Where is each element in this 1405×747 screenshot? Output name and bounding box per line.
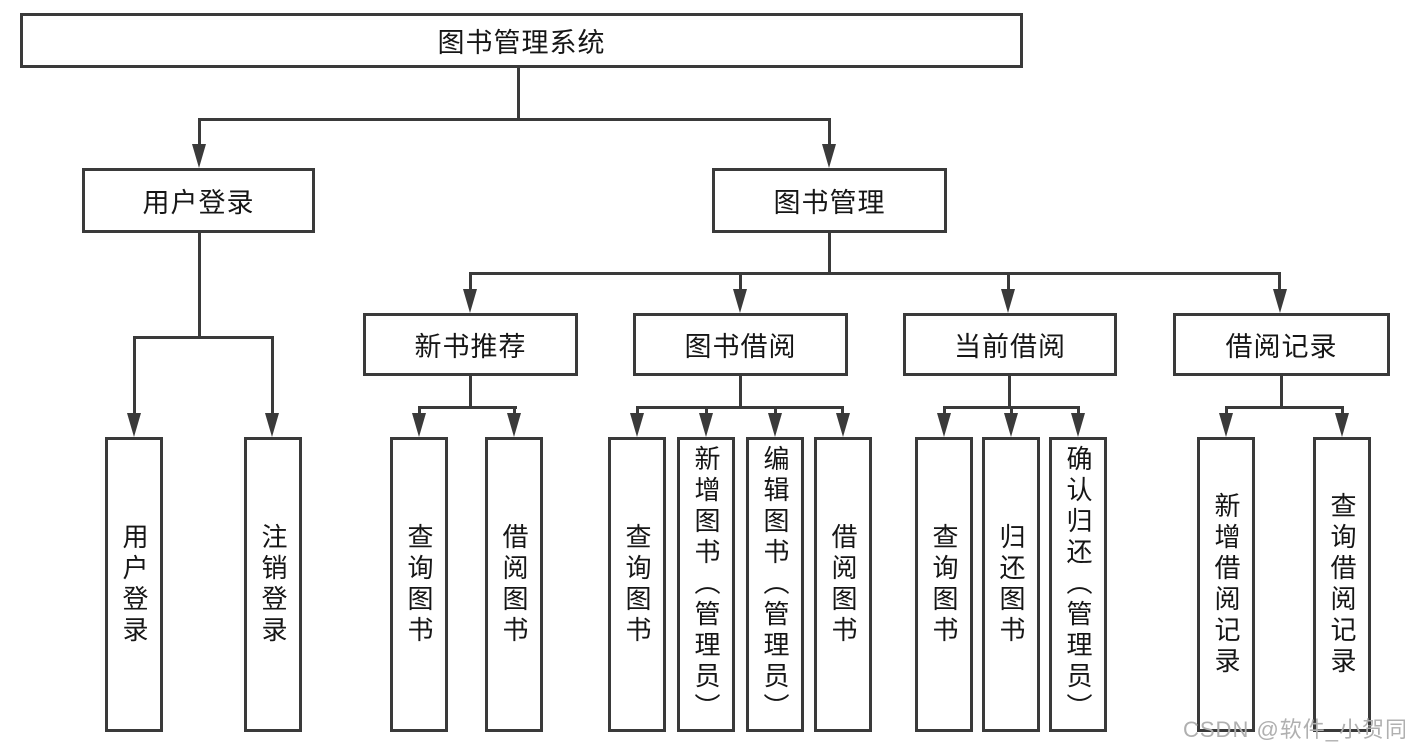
connector-line bbox=[828, 118, 831, 148]
arrowhead-icon bbox=[630, 413, 644, 437]
connector-line bbox=[469, 376, 472, 409]
node-current-query-books: 查询图书 bbox=[915, 437, 973, 732]
arrowhead-icon bbox=[699, 413, 713, 437]
node-query-borrow-record: 查询借阅记录 bbox=[1313, 437, 1371, 732]
connector-line bbox=[1280, 376, 1283, 409]
connector-line bbox=[418, 406, 517, 409]
node-confirm-return-admin: 确认归还（管理员） bbox=[1049, 437, 1107, 732]
connector-line bbox=[133, 336, 136, 418]
node-edit-books-admin: 编辑图书（管理员） bbox=[746, 437, 804, 732]
arrowhead-icon bbox=[937, 413, 951, 437]
connector-line bbox=[133, 336, 274, 339]
node-book-management: 图书管理 bbox=[712, 168, 947, 233]
arrowhead-icon bbox=[412, 413, 426, 437]
arrowhead-icon bbox=[768, 413, 782, 437]
connector-line bbox=[198, 118, 201, 148]
arrowhead-icon bbox=[836, 413, 850, 437]
arrowhead-icon bbox=[265, 413, 279, 437]
connector-line bbox=[271, 336, 274, 418]
arrowhead-icon bbox=[507, 413, 521, 437]
connector-line bbox=[1225, 406, 1344, 409]
connector-line bbox=[469, 272, 472, 292]
connector-line bbox=[739, 376, 742, 409]
arrowhead-icon bbox=[1071, 413, 1085, 437]
node-current-borrow: 当前借阅 bbox=[903, 313, 1117, 376]
connector-line bbox=[1008, 376, 1011, 409]
connector-line bbox=[828, 233, 831, 275]
node-recommend-query-books: 查询图书 bbox=[390, 437, 448, 732]
node-new-book-recommend: 新书推荐 bbox=[363, 313, 578, 376]
connector-line bbox=[636, 406, 844, 409]
node-borrow-books: 借阅图书 bbox=[814, 437, 872, 732]
connector-line bbox=[1007, 272, 1010, 292]
node-user-login: 用户登录 bbox=[82, 168, 315, 233]
arrowhead-icon bbox=[192, 144, 206, 168]
connector-line bbox=[1278, 272, 1281, 292]
arrowhead-icon bbox=[1335, 413, 1349, 437]
arrowhead-icon bbox=[463, 289, 477, 313]
arrowhead-icon bbox=[822, 144, 836, 168]
arrowhead-icon bbox=[733, 289, 747, 313]
arrowhead-icon bbox=[127, 413, 141, 437]
node-user-login-leaf: 用户登录 bbox=[105, 437, 163, 732]
arrowhead-icon bbox=[1001, 289, 1015, 313]
node-borrow-record: 借阅记录 bbox=[1173, 313, 1390, 376]
connector-line bbox=[739, 272, 742, 292]
csdn-watermark: CSDN @软件_小贺同学 bbox=[1183, 717, 1405, 742]
node-logout: 注销登录 bbox=[244, 437, 302, 732]
node-return-books: 归还图书 bbox=[982, 437, 1040, 732]
connector-line bbox=[517, 68, 520, 118]
arrowhead-icon bbox=[1273, 289, 1287, 313]
node-add-borrow-record: 新增借阅记录 bbox=[1197, 437, 1255, 732]
node-recommend-borrow-books: 借阅图书 bbox=[485, 437, 543, 732]
arrowhead-icon bbox=[1004, 413, 1018, 437]
arrowhead-icon bbox=[1219, 413, 1233, 437]
connector-line bbox=[198, 118, 831, 121]
node-borrow-query-books: 查询图书 bbox=[608, 437, 666, 732]
connector-line bbox=[469, 272, 1281, 275]
node-add-books-admin: 新增图书（管理员） bbox=[677, 437, 735, 732]
node-library-management-system: 图书管理系统 bbox=[20, 13, 1023, 68]
connector-line bbox=[198, 233, 201, 339]
node-book-borrow: 图书借阅 bbox=[633, 313, 848, 376]
